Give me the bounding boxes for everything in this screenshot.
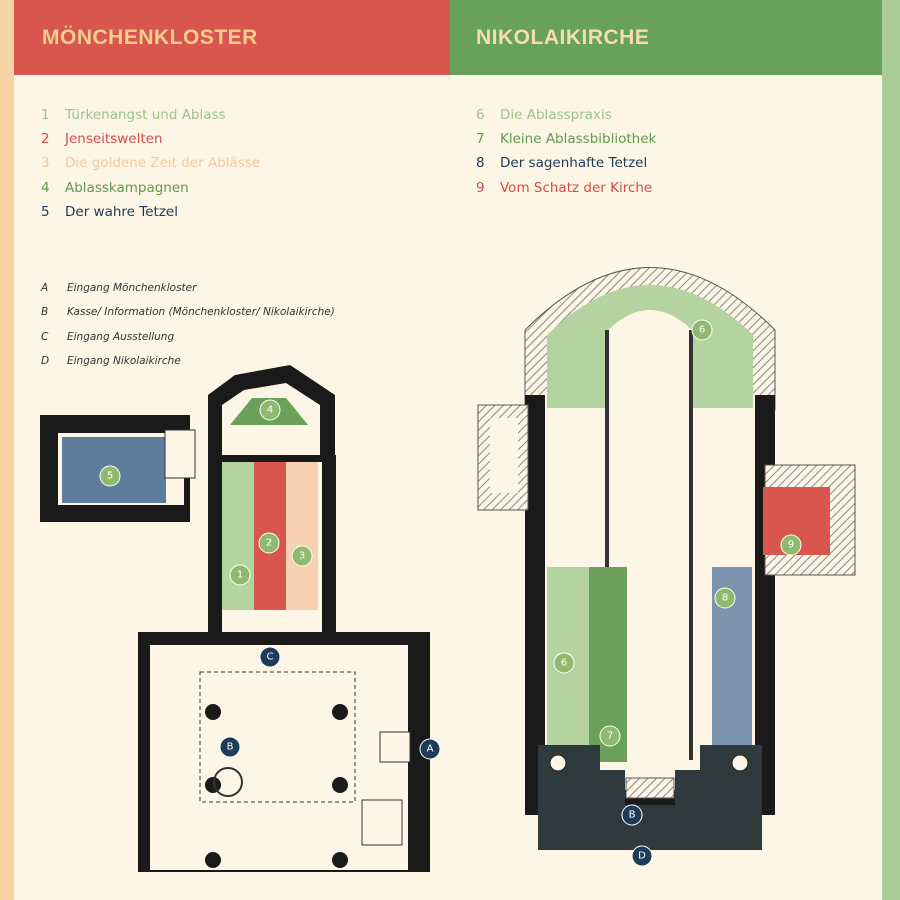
svg-text:B: B — [629, 810, 636, 821]
marker-3[interactable]: 3 — [291, 545, 313, 567]
svg-text:6: 6 — [561, 658, 567, 669]
exhibit-area-1[interactable] — [222, 462, 254, 610]
svg-text:B: B — [227, 742, 234, 753]
svg-text:7: 7 — [607, 731, 613, 742]
marker-entrance-d[interactable]: D — [631, 845, 653, 867]
header-nikolaikirche: NIKOLAIKIRCHE — [450, 0, 882, 75]
marker-1[interactable]: 1 — [229, 564, 251, 586]
svg-text:C: C — [267, 652, 274, 663]
svg-text:3: 3 — [299, 551, 305, 562]
right-border-stripe — [882, 0, 900, 900]
nikolaikirche-plan — [477, 267, 856, 850]
marker-entrance-a[interactable]: A — [419, 738, 441, 760]
exhibit-area-3[interactable] — [286, 462, 318, 610]
svg-text:2: 2 — [266, 538, 272, 549]
svg-text:A: A — [427, 744, 434, 755]
marker-entrance-b-kloster[interactable]: B — [219, 736, 241, 758]
marker-6-apse[interactable]: 6 — [691, 319, 713, 341]
header-moenchenkloster: MÖNCHENKLOSTER — [14, 0, 450, 75]
marker-8[interactable]: 8 — [714, 587, 736, 609]
svg-text:5: 5 — [107, 471, 113, 482]
left-border-stripe — [0, 0, 14, 900]
marker-4[interactable]: 4 — [259, 399, 281, 421]
marker-entrance-c[interactable]: C — [259, 646, 281, 668]
marker-7[interactable]: 7 — [599, 725, 621, 747]
svg-text:9: 9 — [788, 540, 794, 551]
svg-text:D: D — [638, 851, 646, 862]
marker-entrance-b-kirche[interactable]: B — [621, 804, 643, 826]
church-tower-base — [538, 745, 762, 850]
moenchenkloster-plan — [40, 365, 430, 872]
marker-9[interactable]: 9 — [780, 534, 802, 556]
svg-text:8: 8 — [722, 593, 728, 604]
marker-6-aisle[interactable]: 6 — [553, 652, 575, 674]
marker-2[interactable]: 2 — [258, 532, 280, 554]
svg-text:1: 1 — [237, 570, 243, 581]
svg-text:6: 6 — [699, 325, 705, 336]
spiral-stair — [213, 767, 243, 797]
marker-5[interactable]: 5 — [99, 465, 121, 487]
svg-text:4: 4 — [267, 405, 273, 416]
